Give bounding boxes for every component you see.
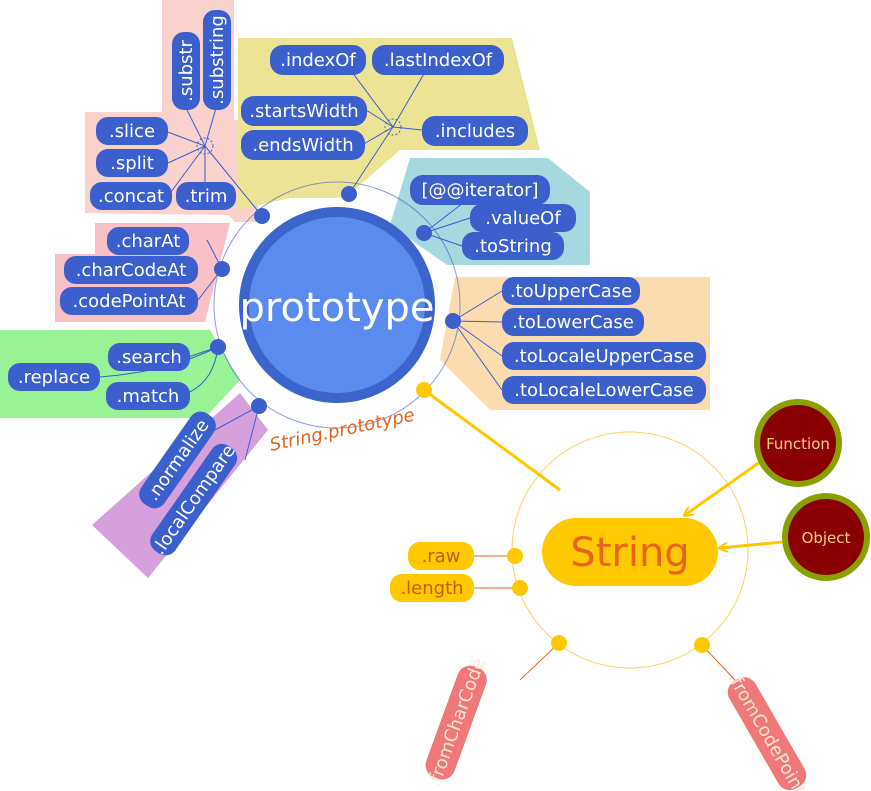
svg-text:.toLowerCase: .toLowerCase xyxy=(512,312,634,333)
svg-text:.search: .search xyxy=(116,347,182,368)
svg-text:Function: Function xyxy=(766,435,830,453)
svg-text:.toLocaleUpperCase: .toLocaleUpperCase xyxy=(514,346,694,367)
method-pill-charCodeAt[interactable]: .charCodeAt xyxy=(64,256,198,284)
svg-text:.length: .length xyxy=(400,578,463,599)
method-pill-trim[interactable]: .trim xyxy=(176,182,236,210)
method-pill-slice[interactable]: .slice xyxy=(96,117,168,145)
method-pill-match[interactable]: .match xyxy=(106,382,190,410)
prototype-link xyxy=(423,388,561,492)
svg-text:.valueOf: .valueOf xyxy=(485,208,561,229)
svg-text:[@@iterator]: [@@iterator] xyxy=(421,180,538,201)
string-prop-raw[interactable]: .raw xyxy=(408,542,474,570)
svg-text:.substring: .substring xyxy=(207,15,228,105)
method-pill-iterator[interactable]: [@@iterator] xyxy=(410,175,550,205)
object-arrow xyxy=(720,540,784,548)
string-prop-length[interactable]: .length xyxy=(390,574,474,602)
prototype-subtitle: String.prototype xyxy=(268,405,417,456)
method-pill-substring[interactable]: .substring xyxy=(203,10,231,110)
svg-text:.lastIndexOf: .lastIndexOf xyxy=(384,50,493,71)
method-pill-charAt[interactable]: .charAt xyxy=(107,227,189,255)
svg-text:.match: .match xyxy=(117,386,180,407)
normalize-group-bg xyxy=(92,393,268,578)
anchor-dot-index[interactable] xyxy=(341,186,357,202)
prototype-title: prototype xyxy=(240,285,435,331)
svg-text:.replace: .replace xyxy=(18,367,90,388)
method-pill-includes[interactable]: .includes xyxy=(422,116,528,146)
anchor-dot-search[interactable] xyxy=(210,339,226,355)
method-pill-indexOf[interactable]: .indexOf xyxy=(270,45,366,75)
svg-text:.fromCodePoint: .fromCodePoint xyxy=(723,669,810,791)
svg-text:.codePointAt: .codePointAt xyxy=(73,291,186,312)
method-pill-substr[interactable]: .substr xyxy=(172,32,200,110)
method-pill-replace[interactable]: .replace xyxy=(8,363,100,391)
fromCharCode-anchor-dot[interactable] xyxy=(551,635,567,651)
method-pill-valueOf[interactable]: .valueOf xyxy=(470,204,576,232)
prototype-node[interactable] xyxy=(249,217,425,393)
svg-text:.toString: .toString xyxy=(474,236,552,257)
method-pill-startsWidth[interactable]: .startsWidth xyxy=(241,96,367,126)
method-pill-toString[interactable]: .toString xyxy=(462,232,564,260)
svg-text:.substr: .substr xyxy=(176,40,197,102)
svg-text:.trim: .trim xyxy=(185,186,228,207)
svg-text:.toUpperCase: .toUpperCase xyxy=(510,281,632,302)
svg-text:.indexOf: .indexOf xyxy=(280,50,356,71)
anchor-dot-char[interactable] xyxy=(214,261,230,277)
method-pill-search[interactable]: .search xyxy=(108,343,190,371)
string-node[interactable] xyxy=(542,518,718,586)
method-pill-toLocaleUpperCase[interactable]: .toLocaleUpperCase xyxy=(502,342,706,370)
method-pill-split[interactable]: .split xyxy=(96,149,168,177)
svg-text:.slice: .slice xyxy=(109,121,155,142)
svg-text:.includes: .includes xyxy=(435,121,515,142)
function-arrow xyxy=(685,460,761,515)
prototype-outer-ring xyxy=(213,181,461,429)
string-title: String xyxy=(570,530,689,576)
svg-text:.toLocaleLowerCase: .toLocaleLowerCase xyxy=(514,380,694,401)
svg-text:.raw: .raw xyxy=(422,546,461,567)
static-pill-fromCodePoint[interactable]: .fromCodePoint xyxy=(719,666,814,791)
svg-text:.startsWidth: .startsWidth xyxy=(249,101,358,122)
svg-text:.charAt: .charAt xyxy=(116,231,181,252)
raw-anchor-dot[interactable] xyxy=(507,548,523,564)
object-node[interactable]: Object xyxy=(782,493,870,581)
svg-text:.charCodeAt: .charCodeAt xyxy=(76,260,187,281)
prototype-link-dot[interactable] xyxy=(416,382,432,398)
svg-text:.split: .split xyxy=(110,153,154,174)
static-pill-fromCharCode[interactable]: .fromCharCode xyxy=(419,653,494,791)
anchor-dot-normalize[interactable] xyxy=(251,398,267,414)
svg-text:.fromCharCode: .fromCharCode xyxy=(424,655,490,790)
anchor-dot-case[interactable] xyxy=(445,313,461,329)
prototype-anchor-dots xyxy=(210,186,461,414)
method-pill-toLowerCase[interactable]: .toLowerCase xyxy=(502,308,644,336)
fromCodePoint-anchor-dot[interactable] xyxy=(694,637,710,653)
method-pill-toLocaleLowerCase[interactable]: .toLocaleLowerCase xyxy=(502,376,706,404)
method-pill-lastIndexOf[interactable]: .lastIndexOf xyxy=(372,45,504,75)
svg-text:.endsWidth: .endsWidth xyxy=(252,135,353,156)
anchor-dot-iterator[interactable] xyxy=(416,225,432,241)
method-pill-codePointAt[interactable]: .codePointAt xyxy=(60,287,198,315)
anchor-dot-sub[interactable] xyxy=(254,208,270,224)
function-node[interactable]: Function xyxy=(754,399,842,487)
svg-text:.concat: .concat xyxy=(98,186,164,207)
method-pill-endsWidth[interactable]: .endsWidth xyxy=(241,130,365,160)
svg-text:Object: Object xyxy=(802,529,851,547)
method-pill-toUpperCase[interactable]: .toUpperCase xyxy=(502,277,640,305)
method-pill-concat[interactable]: .concat xyxy=(90,182,172,210)
length-anchor-dot[interactable] xyxy=(512,580,528,596)
